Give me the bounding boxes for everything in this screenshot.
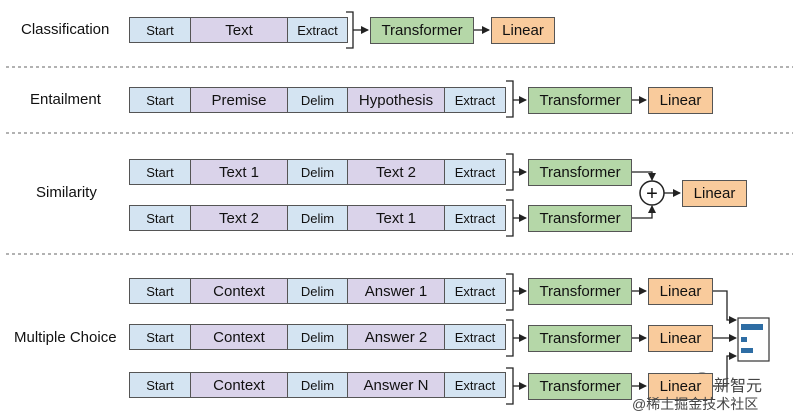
- token-text-1: Text 1: [347, 205, 445, 231]
- token-answer-1: Answer 1: [347, 278, 445, 304]
- token-text-1: Text 1: [190, 159, 288, 185]
- bracket: [506, 319, 514, 357]
- token-start: Start: [129, 17, 191, 43]
- token-start: Start: [129, 372, 191, 398]
- linear-block: Linear: [491, 17, 555, 44]
- token-premise: Premise: [190, 87, 288, 113]
- transformer-block: Transformer: [528, 159, 632, 186]
- token-extract: Extract: [444, 324, 506, 350]
- bracket: [506, 80, 514, 118]
- linear-block: Linear: [648, 87, 713, 114]
- token-delim: Delim: [287, 278, 348, 304]
- token-answer-2: Answer 2: [347, 324, 445, 350]
- softmax-icon: [737, 317, 770, 362]
- token-delim: Delim: [287, 324, 348, 350]
- bracket: [506, 199, 514, 237]
- token-answer-n: Answer N: [347, 372, 445, 398]
- token-start: Start: [129, 205, 191, 231]
- connector-line: [632, 171, 656, 181]
- connector-line: [632, 205, 656, 219]
- token-extract: Extract: [444, 372, 506, 398]
- plus-circle-icon: [639, 180, 665, 206]
- token-delim: Delim: [287, 372, 348, 398]
- transformer-block: Transformer: [370, 17, 474, 44]
- transformer-block: Transformer: [528, 87, 632, 114]
- token-text-2: Text 2: [190, 205, 288, 231]
- token-hypothesis: Hypothesis: [347, 87, 445, 113]
- transformer-block: Transformer: [528, 278, 632, 305]
- token-extract: Extract: [287, 17, 348, 43]
- bracket: [506, 367, 514, 405]
- bracket: [506, 153, 514, 191]
- token-context: Context: [190, 324, 288, 350]
- linear-block: Linear: [682, 180, 747, 207]
- transformer-block: Transformer: [528, 205, 632, 232]
- linear-block: Linear: [648, 325, 713, 352]
- task-label-multiple-choice: Multiple Choice: [14, 329, 117, 346]
- task-label-entailment: Entailment: [30, 91, 101, 108]
- token-context: Context: [190, 278, 288, 304]
- connector-line: [713, 352, 737, 387]
- token-extract: Extract: [444, 87, 506, 113]
- token-text: Text: [190, 17, 288, 43]
- bracket: [506, 273, 514, 311]
- token-delim: Delim: [287, 159, 348, 185]
- token-start: Start: [129, 87, 191, 113]
- task-label-classification: Classification: [21, 21, 110, 38]
- watermark-community: @稀土掘金技术社区: [632, 396, 759, 412]
- token-start: Start: [129, 324, 191, 350]
- transformer-block: Transformer: [528, 325, 632, 352]
- task-label-similarity: Similarity: [36, 184, 97, 201]
- token-extract: Extract: [444, 159, 506, 185]
- token-start: Start: [129, 278, 191, 304]
- token-extract: Extract: [444, 278, 506, 304]
- transformer-block: Transformer: [528, 373, 632, 400]
- token-delim: Delim: [287, 205, 348, 231]
- token-delim: Delim: [287, 87, 348, 113]
- token-context: Context: [190, 372, 288, 398]
- token-start: Start: [129, 159, 191, 185]
- linear-block: Linear: [648, 373, 713, 400]
- token-extract: Extract: [444, 205, 506, 231]
- connector-line: [713, 290, 737, 324]
- watermark-brand: 新智元: [714, 378, 763, 395]
- linear-block: Linear: [648, 278, 713, 305]
- token-text-2: Text 2: [347, 159, 445, 185]
- plus-symbol: +: [646, 183, 658, 205]
